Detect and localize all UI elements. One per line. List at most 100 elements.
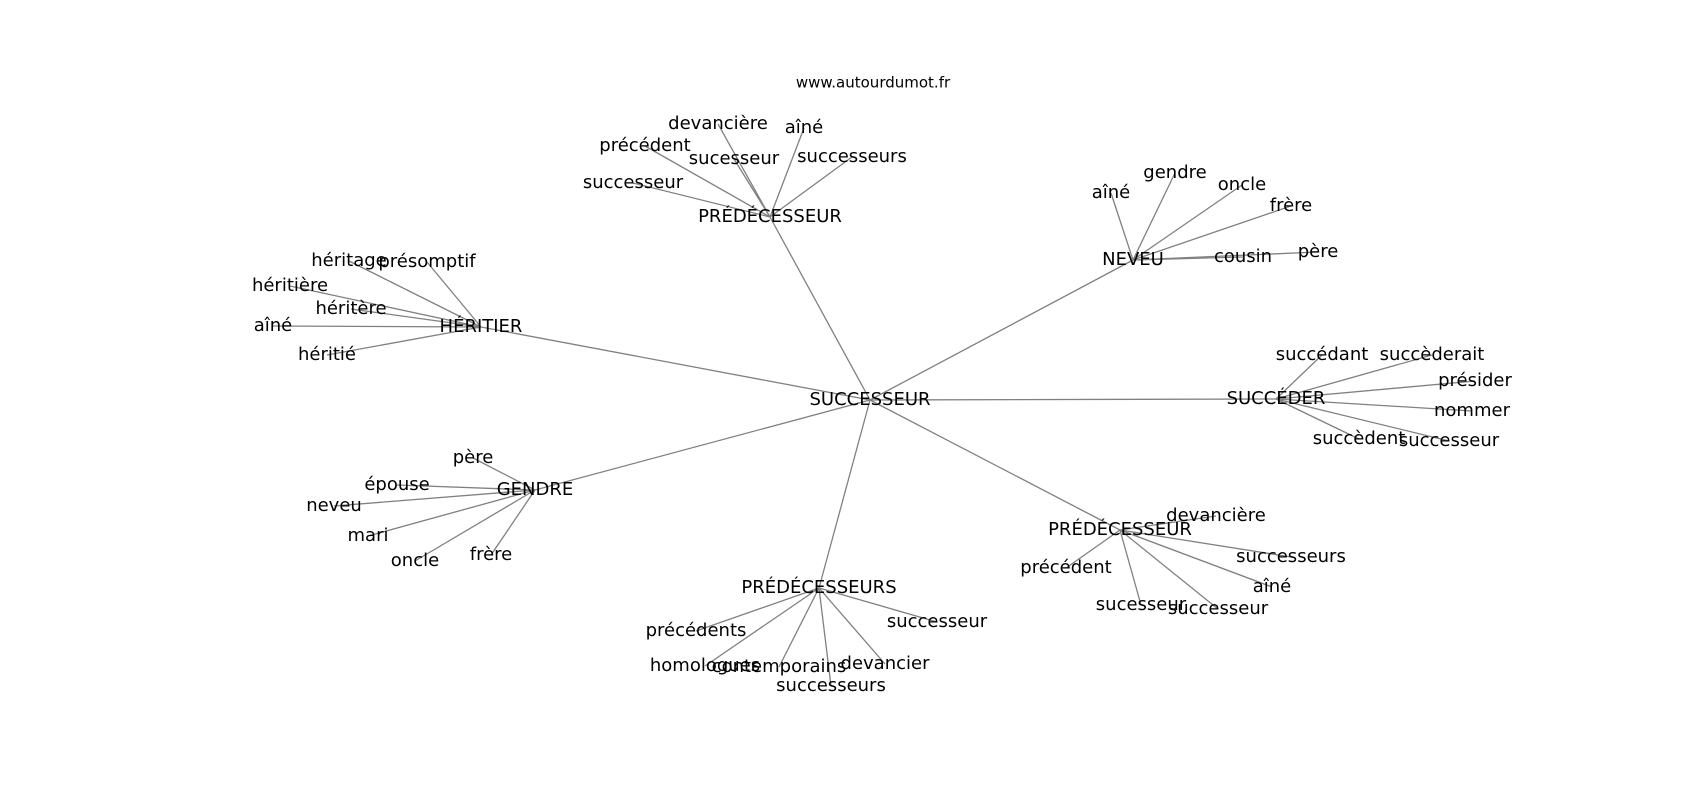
edge-hub-to-leaf [695,587,820,632]
leaf-word: devancière [668,113,768,134]
edge-hub-to-leaf [1275,398,1360,440]
edge-center-to-hub [869,259,1134,401]
edge-center-to-hub [818,399,871,589]
edge-hub-to-leaf [414,489,536,562]
edge-hub-to-leaf [1132,251,1319,261]
edge-hub-to-leaf [472,457,536,491]
leaf-word: succédant [1276,344,1369,365]
leaf-word: sucesseur [689,148,780,169]
leaf-word: devancière [1166,505,1266,526]
leaf-word: épouse [364,474,429,495]
hub-word: HÉRITIER [440,315,523,337]
edge-hub-to-leaf [367,489,536,537]
leaf-word: nommer [1434,400,1511,421]
hub-word: PRÉDÉCESSEUR [1048,518,1192,540]
edge-hub-to-leaf [1275,398,1473,412]
edge-hub-to-leaf [1119,529,1142,606]
edge-hub-to-leaf [733,158,771,218]
center-word: SUCCESSEUR [809,389,930,410]
edge-center-to-hub [769,216,871,401]
edge-hub-to-leaf [818,587,938,623]
leaf-word: héritage [311,250,386,271]
leaf-word: successeur [583,172,684,193]
leaf-word: successeurs [797,146,907,167]
leaf-word: succèdent [1313,428,1406,449]
edge-hub-to-leaf [350,308,482,328]
edge-hub-to-leaf [818,587,832,687]
edge-hub-to-leaf [1119,529,1219,610]
leaf-word: présomptif [378,251,476,272]
edge-hub-to-leaf [289,285,482,328]
edge-hub-to-leaf [769,156,853,218]
edge-hub-to-leaf [333,489,536,507]
edge-hub-to-leaf [426,261,482,328]
edge-hub-to-leaf [1275,354,1323,400]
edge-hub-to-leaf [778,587,820,668]
leaf-word: successeur [1399,430,1500,451]
leaf-word: précédent [599,135,690,156]
edge-hub-to-leaf [717,123,771,218]
edge-center-to-hub [534,399,871,491]
edge-hub-to-leaf [1132,184,1243,261]
edge-hub-to-leaf [1275,354,1433,400]
hub-word: PRÉDÉCESSEURS [741,576,896,598]
leaf-word: contemporains [712,656,847,677]
edge-hub-to-leaf [1065,529,1121,569]
leaf-word: successeur [1168,598,1269,619]
edges [272,123,1476,687]
edge-hub-to-leaf [1119,515,1217,531]
leaf-word: homologues [650,655,760,676]
leaf-word: héritère [315,298,386,319]
edge-hub-to-leaf [396,484,536,491]
edge-hub-to-leaf [632,182,771,218]
edge-hub-to-leaf [272,325,482,328]
leaf-word: père [1298,241,1339,262]
leaf-word: gendre [1143,162,1206,183]
edge-center-to-hub [480,326,871,401]
hub-word: PRÉDÉCESSEUR [698,205,842,227]
leaf-word: oncle [1218,174,1266,195]
hub-word: GENDRE [497,479,574,500]
hub-word: SUCCÉDER [1227,387,1326,409]
leaf-word: oncle [391,550,439,571]
leaf-word: devancier [841,653,931,674]
edge-hub-to-leaf [326,326,482,356]
edge-hub-to-leaf [644,145,771,218]
edge-hub-to-leaf [1110,192,1134,261]
leaf-word: père [453,447,494,468]
leaf-word: successeurs [1236,546,1346,567]
leaf-word: présider [1438,370,1512,391]
edge-hub-to-leaf [1132,205,1292,261]
edge-hub-to-leaf [769,127,805,218]
leaf-word: frère [1270,195,1313,216]
leaf-word: aîné [254,315,293,336]
edge-center-to-hub [869,399,1121,531]
leaf-word: héritié [298,344,356,365]
leaf-word: successeurs [776,675,886,696]
leaf-word: précédent [1020,557,1111,578]
leaf-word: frère [470,544,513,565]
edge-hub-to-leaf [490,489,536,556]
leaf-word: précédents [646,620,747,641]
leaf-word: successeur [887,611,988,632]
edge-hub-to-leaf [704,587,820,667]
edge-hub-to-leaf [1275,398,1450,442]
site-url: www.autourdumot.fr [796,74,951,92]
hub-word: NEVEU [1102,249,1164,270]
leaf-word: sucesseur [1096,594,1187,615]
leaf-word: aîné [1253,576,1292,597]
edge-hub-to-leaf [1119,529,1273,588]
edge-hub-to-leaf [818,587,886,665]
edge-hub-to-leaf [1275,380,1476,400]
edge-hub-to-leaf [1132,172,1176,261]
edge-center-to-hub [869,398,1277,401]
leaf-word: succèderait [1380,344,1485,365]
edge-hub-to-leaf [1119,529,1292,558]
leaf-word: cousin [1214,246,1272,267]
edge-hub-to-leaf [348,260,482,328]
leaf-word: aîné [785,117,824,138]
leaf-word: neveu [306,495,362,516]
leaf-word: mari [348,525,389,546]
